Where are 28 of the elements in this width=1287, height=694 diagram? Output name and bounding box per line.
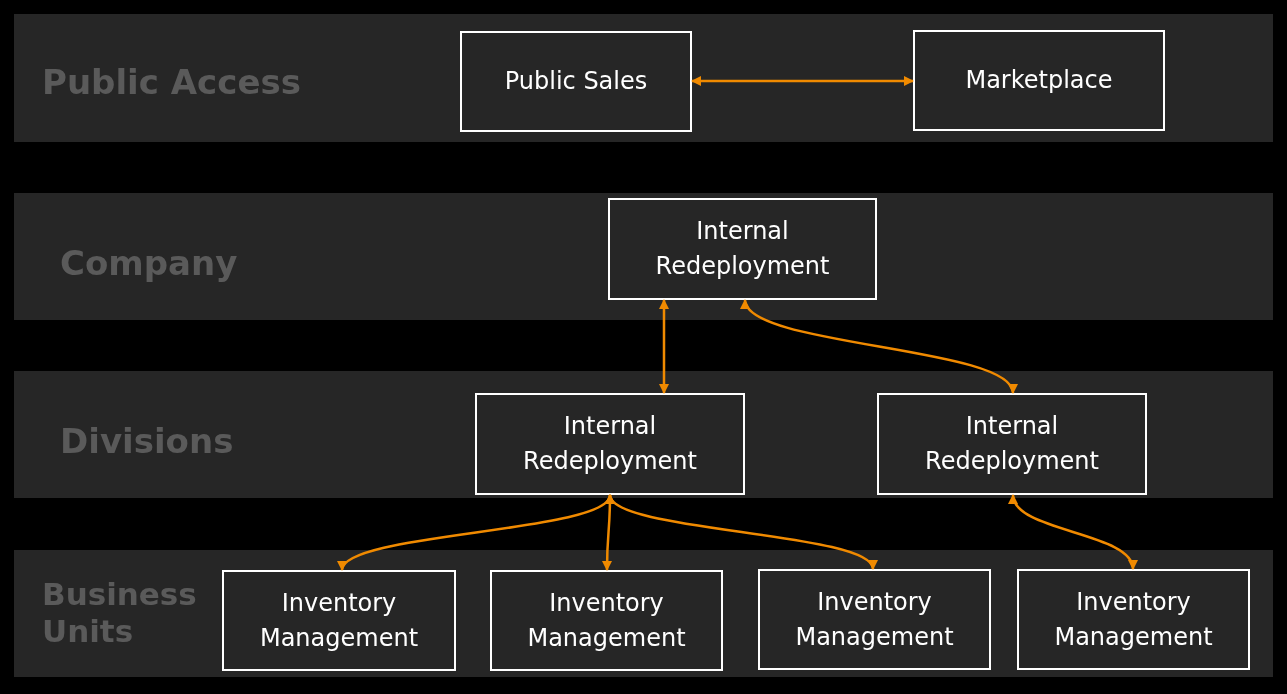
process-box <box>608 198 877 300</box>
lane-band <box>14 371 1273 498</box>
connector-arrow <box>691 76 914 86</box>
process-box <box>222 570 456 671</box>
lane-band <box>14 193 1273 320</box>
box-label: Inventory Management <box>258 587 420 654</box>
connector-arrow <box>743 299 1015 394</box>
connector-arrow <box>1010 494 1136 570</box>
lane-band <box>14 550 1273 677</box>
lane-band <box>14 14 1273 142</box>
box-label: Marketplace <box>965 65 1113 97</box>
process-box <box>460 31 692 132</box>
process-box <box>913 30 1165 131</box>
box-label: Internal Redeployment <box>924 411 1100 477</box>
process-box <box>1017 569 1250 670</box>
box-label: Public Sales <box>504 66 648 98</box>
process-box <box>475 393 745 495</box>
connector-arrow <box>659 299 669 394</box>
process-box <box>490 570 723 671</box>
process-box <box>758 569 991 670</box>
box-label: Internal Redeployment <box>654 216 831 282</box>
connector-arrow <box>608 494 875 570</box>
connector-arrow <box>340 494 612 571</box>
box-label: Inventory Management <box>526 587 687 654</box>
process-box <box>877 393 1147 495</box>
box-label: Inventory Management <box>794 586 955 653</box>
box-label: Internal Redeployment <box>522 411 698 477</box>
box-label: Inventory Management <box>1053 586 1214 653</box>
